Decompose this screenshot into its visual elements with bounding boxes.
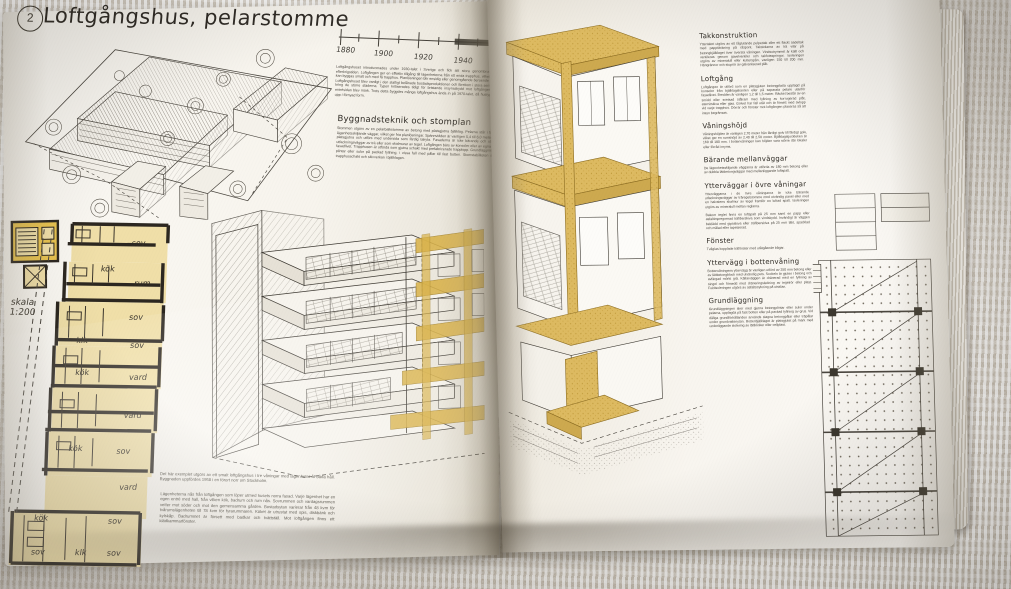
stair-key-diagram [10,219,60,289]
plan-room-label: vard [128,372,148,382]
timeline-tick-1920: 1920 [413,52,434,62]
right-section-heading: Loftgång [700,74,734,84]
left-page: 2 Loftgångshus, pelarstomme [3,1,520,568]
right-section-body: Yttertaket utgörs av ett låglutande pulp… [699,40,805,68]
left-caption-2: Lägenheterna nås från loftgången som löp… [159,491,336,524]
plan-room-label: sov [107,516,123,526]
construction-detail-axonometric [505,24,704,476]
right-section-body: Tvåglas kopplade träfönster med utåtgåen… [706,245,785,252]
floor-plan-drawing [7,222,171,568]
plan-room-label: klk [75,335,89,345]
plan-room-fills [8,223,169,568]
plan-walls [8,222,171,567]
right-section-heading: Ytterväggar i övre våningar [704,179,807,190]
plan-room-label: vard [118,482,138,492]
plan-room-label: kök [33,513,49,523]
wall-section-detail [834,192,930,251]
right-section-heading: Takkonstruktion [699,31,758,41]
plan-room-label: kök [67,443,84,453]
plan-room-label: kök [74,368,90,378]
right-section-heading: Bärande mellanväggar [703,154,788,165]
right-section-heading: Grundläggning [708,296,764,306]
plan-room-label: sov [129,340,145,350]
plan-room-label: sov [131,238,147,248]
floor-plan: sov kök rum sov klk sov kök vard vard kök sov vard k… [2,215,186,576]
plan-room-label: sov [128,312,144,322]
right-section-body: Ytterväggarna i de övre våningarna är ic… [704,189,810,231]
timeline-tick-1900: 1900 [373,48,394,59]
right-section-heading: Yttervägg i bottenvåning [707,257,800,267]
plan-room-label: sov [106,548,122,558]
plan-room-label: sov [115,446,132,456]
plan-loftgang-line [7,229,53,516]
right-section-body: De lägenhetsskiljande väggarna är utförd… [703,164,808,175]
right-section-body: Våningshöjden är vanligen 2,70 meter frå… [702,130,808,149]
right-section-body: Loftgången är utförd som en platsgjuten … [701,83,806,115]
site-axonometric-illustration [24,49,333,220]
right-section-body: Bottenvåningens yttervägg är vanligen ut… [707,266,812,290]
right-section-heading: Våningshöjd [702,121,748,131]
structural-plan-diagram [812,258,939,537]
right-section-heading: Fönster [706,236,735,246]
section-body: Stommen utgörs av en pelarbalkstomme av … [335,126,515,160]
plan-room-label: sov [30,547,46,557]
building-cutaway-axonometric [211,209,485,478]
plan-room-label: rum [133,278,152,288]
section-byggnadsteknik: Byggnadsteknik och stomplan Stommen utgö… [336,114,516,163]
left-intro-text: Loftgångshuset introducerades under 1930… [334,64,513,98]
timeline-tick-1940: 1940 [452,55,474,66]
plan-room-label: klk [74,548,88,558]
plan-room-label: vard [123,410,143,420]
plan-room-label: kök [100,264,116,274]
right-section-body: Grundläggningen sker med gjutna betongpl… [708,305,814,329]
